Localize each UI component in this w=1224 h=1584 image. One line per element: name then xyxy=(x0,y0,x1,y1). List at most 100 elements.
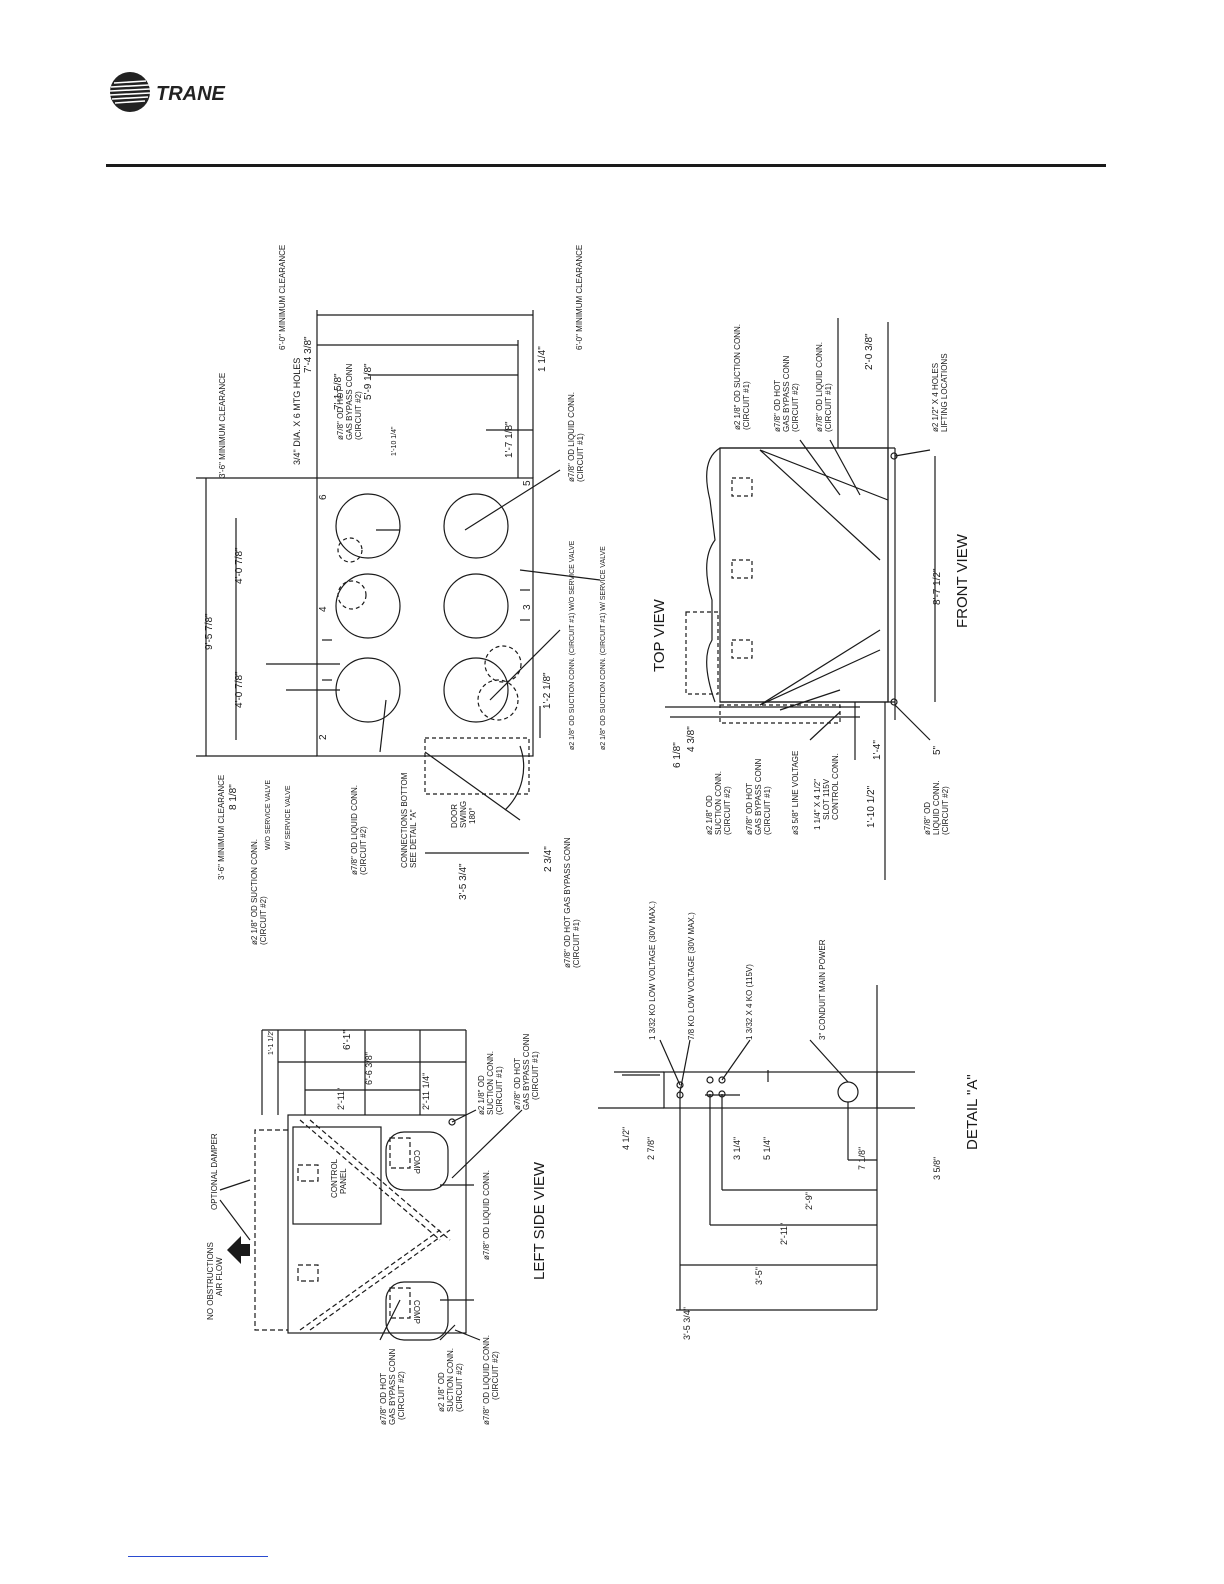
dim-3-5: 3'-5" xyxy=(754,1267,764,1285)
brand-name: TRANE xyxy=(156,83,226,105)
left-side-view-title: LEFT SIDE VIEW xyxy=(531,1161,548,1280)
top-liquid-c1-note: ø7/8" OD LIQUID CONN. (CIRCUIT #1) xyxy=(567,392,585,482)
left-suction-c2-note: ø2 1/8" OD SUCTION CONN. (CIRCUIT #2) xyxy=(437,1348,464,1412)
top-suction-c1-w: ø2 1/8" OD SUCTION CONN. (CIRCUIT #1) W/… xyxy=(600,546,607,750)
svg-text:(CIRCUIT #2): (CIRCUIT #2) xyxy=(455,1363,464,1412)
dim-2-0-3-8: 2'-0 3/8" xyxy=(864,333,875,370)
svg-text:GAS BYPASS CONN: GAS BYPASS CONN xyxy=(345,363,354,440)
svg-text:ø2 1/8" OD SUCTION CONN.: ø2 1/8" OD SUCTION CONN. xyxy=(733,324,742,430)
clearance-left-2: 3'-6" MINIMUM CLEARANCE xyxy=(217,775,226,880)
svg-text:(CIRCUIT #2): (CIRCUIT #2) xyxy=(397,1371,406,1420)
dim-1-2-1-8: 1'-2 1/8" xyxy=(542,672,553,709)
dim-3-5-3-4-detail: 3'-5 3/4" xyxy=(682,1307,692,1340)
svg-text:ø7/8" OD: ø7/8" OD xyxy=(923,802,932,835)
dim-2-11-detail: 2'-11" xyxy=(779,1223,789,1245)
clearance-top-1: 6'-0" MINIMUM CLEARANCE xyxy=(278,245,287,350)
svg-text:LIFTING LOCATIONS: LIFTING LOCATIONS xyxy=(940,353,949,432)
dim-2-11: 2'-11" xyxy=(336,1088,346,1110)
dim-8-7-1-2: 8'-7 1/2" xyxy=(932,568,943,605)
dim-5: 5" xyxy=(932,745,943,755)
svg-text:ø2 1/2" X 4 HOLES: ø2 1/2" X 4 HOLES xyxy=(931,363,940,432)
svg-text:ø7/8" OD HOT: ø7/8" OD HOT xyxy=(745,783,754,835)
front-suction-c1-note: ø2 1/8" OD SUCTION CONN. (CIRCUIT #1) xyxy=(733,324,751,430)
comp-label-2: COMP xyxy=(412,1300,421,1324)
detail-ko1-note: 1 3/32 KO LOW VOLTAGE (30V MAX.) xyxy=(648,901,657,1040)
dim-1-4: 1'-4" xyxy=(872,740,883,760)
header-rule xyxy=(106,164,1106,167)
top-suction-c2-note: ø2 1/8" OD SUCTION CONN. (CIRCUIT #2) xyxy=(250,839,268,945)
svg-text:SEE DETAIL "A": SEE DETAIL "A" xyxy=(409,809,418,868)
front-hot-gas-c1-note: ø7/8" OD HOT GAS BYPASS CONN (CIRCUIT #1… xyxy=(745,758,772,835)
svg-text:GAS BYPASS CONN: GAS BYPASS CONN xyxy=(388,1348,397,1425)
svg-text:PANEL: PANEL xyxy=(339,1168,348,1194)
front-view xyxy=(665,318,936,880)
svg-text:(CIRCUIT #1): (CIRCUIT #1) xyxy=(495,1066,504,1115)
trane-globe-icon xyxy=(109,72,151,112)
top-hot-gas-c2-note: ø7/8" OD HOT GAS BYPASS CONN (CIRCUIT #2… xyxy=(336,363,363,440)
detail-conduit-note: 3" CONDUIT MAIN POWER xyxy=(818,939,827,1040)
svg-text:SUCTION CONN.: SUCTION CONN. xyxy=(446,1348,455,1412)
front-slot-note: 1 1/4" X 4 1/2" SLOT 115V CONTROL CONN. xyxy=(813,753,840,830)
clearance-left-1: 3'-6" MINIMUM CLEARANCE xyxy=(218,373,227,478)
front-hot-gas-c2-note: ø7/8" OD HOT GAS BYPASS CONN (CIRCUIT #2… xyxy=(773,355,800,432)
svg-text:CONTROL: CONTROL xyxy=(330,1158,339,1198)
svg-text:ø7/8" OD HOT GAS BYPASS CONN: ø7/8" OD HOT GAS BYPASS CONN xyxy=(563,837,572,968)
svg-text:ø7/8" OD HOT: ø7/8" OD HOT xyxy=(379,1373,388,1425)
hole-num-6: 6 xyxy=(318,494,329,500)
dim-6-1-8: 6 1/8" xyxy=(672,742,683,768)
dim-4-1-2: 4 1/2" xyxy=(621,1127,631,1150)
dim-1-10-1-2: 1'-10 1/2" xyxy=(866,785,877,828)
svg-text:ø7/8" OD HOT: ø7/8" OD HOT xyxy=(513,1058,522,1110)
control-panel-label: CONTROL PANEL xyxy=(330,1158,348,1198)
front-line-voltage: ø3 5/8" LINE VOLTAGE xyxy=(791,751,800,835)
dim-8-1-8: 8 1/8" xyxy=(228,784,239,810)
svg-text:SWING: SWING xyxy=(459,801,468,828)
svg-text:CONNECTIONS BOTTOM: CONNECTIONS BOTTOM xyxy=(400,772,409,868)
hole-num-4: 4 xyxy=(318,606,329,612)
top-view-title: TOP VIEW xyxy=(651,598,668,672)
top-hot-gas-c1-note: ø7/8" OD HOT GAS BYPASS CONN (CIRCUIT #1… xyxy=(563,837,581,968)
svg-text:(CIRCUIT #1): (CIRCUIT #1) xyxy=(572,919,581,968)
hole-num-5: 5 xyxy=(522,480,533,486)
detail-a-title: DETAIL "A" xyxy=(964,1074,981,1150)
svg-text:CONTROL CONN.: CONTROL CONN. xyxy=(831,753,840,820)
svg-text:SUCTION CONN.: SUCTION CONN. xyxy=(486,1051,495,1115)
svg-text:GAS BYPASS CONN: GAS BYPASS CONN xyxy=(522,1033,531,1110)
svg-text:DOOR: DOOR xyxy=(450,804,459,828)
top-wo-service-valve: W/O SERVICE VALVE xyxy=(265,780,272,850)
svg-text:(CIRCUIT #1): (CIRCUIT #1) xyxy=(763,786,772,835)
svg-text:GAS BYPASS CONN: GAS BYPASS CONN xyxy=(754,758,763,835)
left-side-view xyxy=(219,1029,523,1341)
top-w-service-valve: W/ SERVICE VALVE xyxy=(285,785,292,850)
dim-2-9: 2'-9" xyxy=(804,1192,814,1210)
hole-num-2: 2 xyxy=(318,734,329,740)
top-liquid-c2-note: ø7/8" OD LIQUID CONN. (CIRCUIT #2) xyxy=(350,785,368,875)
top-door-swing-note: DOOR SWING 180° xyxy=(450,801,477,828)
svg-text:ø2 1/8" OD: ø2 1/8" OD xyxy=(705,795,714,835)
dim-2-11-1-4: 2'-11 1/4" xyxy=(421,1073,431,1110)
dim-1-10-1-4: 1'-10 1/4" xyxy=(391,426,398,456)
dim-6-6-3-8: 6'-6 3/8" xyxy=(364,1052,374,1085)
svg-text:(CIRCUIT #1): (CIRCUIT #1) xyxy=(531,1051,540,1100)
dim-3-5-3-4: 3'-5 3/4" xyxy=(458,863,469,900)
trane-logo: TRANE xyxy=(106,70,266,114)
svg-text:ø7/8" OD LIQUID CONN.: ø7/8" OD LIQUID CONN. xyxy=(350,785,359,875)
svg-text:(CIRCUIT #2): (CIRCUIT #2) xyxy=(941,786,950,835)
footer-link-underline xyxy=(128,1556,268,1557)
svg-text:(CIRCUIT #1): (CIRCUIT #1) xyxy=(742,381,751,430)
svg-text:(CIRCUIT #2): (CIRCUIT #2) xyxy=(359,826,368,875)
left-liquid-c2-note: ø7/8" OD LIQUID CONN. (CIRCUIT #2) xyxy=(482,1335,500,1425)
front-suction-c2-note: ø2 1/8" OD SUCTION CONN. (CIRCUIT #2) xyxy=(705,771,732,835)
svg-text:(CIRCUIT #2): (CIRCUIT #2) xyxy=(723,786,732,835)
dim-5-9-1-8: 5'-9 1/8" xyxy=(363,363,374,400)
detail-ko3-note: 1 3/32 X 4 KO (115V) xyxy=(745,964,754,1040)
svg-text:ø7/8" OD LIQUID CONN.: ø7/8" OD LIQUID CONN. xyxy=(482,1335,491,1425)
left-liquid-c1-note: ø7/8" OD LIQUID CONN. xyxy=(482,1170,491,1260)
left-suction-c1-note: ø2 1/8" OD SUCTION CONN. (CIRCUIT #1) xyxy=(477,1051,504,1115)
dim-9-5-7-8: 9'-5 7/8" xyxy=(204,613,215,650)
front-lifting-note: ø2 1/2" X 4 HOLES LIFTING LOCATIONS xyxy=(931,353,949,432)
front-liquid-c1-note: ø7/8" OD LIQUID CONN. (CIRCUIT #1) xyxy=(815,342,833,432)
dim-4-3-8: 4 3/8" xyxy=(686,726,697,752)
svg-text:(CIRCUIT #2): (CIRCUIT #2) xyxy=(491,1351,500,1400)
